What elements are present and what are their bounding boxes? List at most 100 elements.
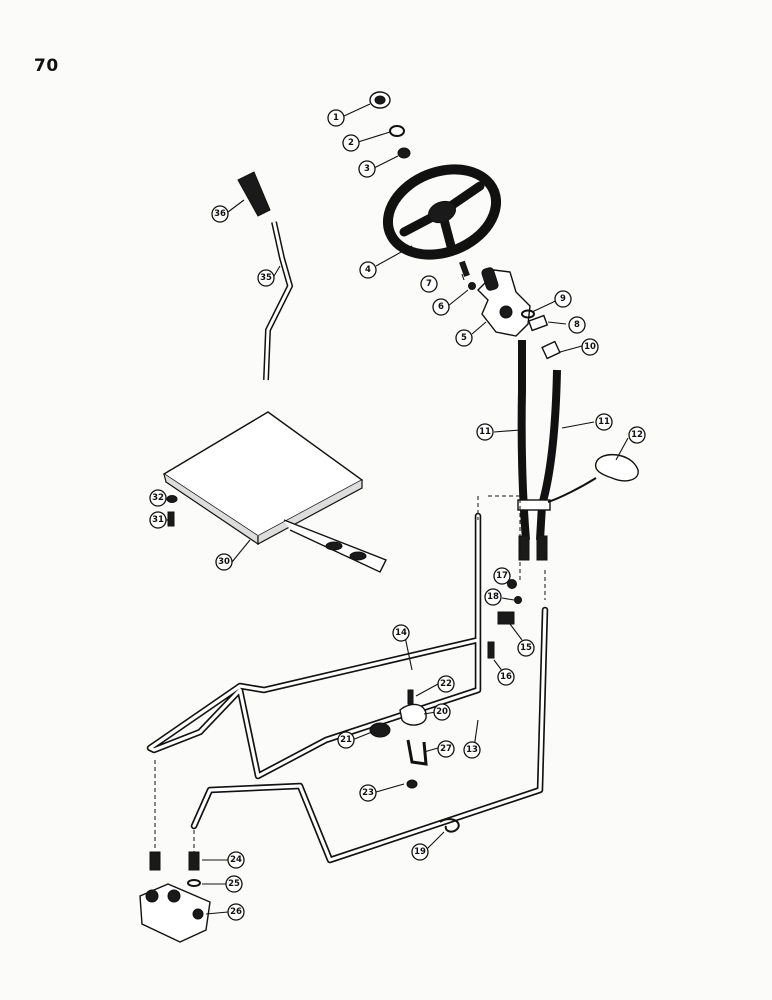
callout-1: 1: [327, 109, 345, 127]
svg-text:30: 30: [218, 557, 230, 567]
svg-text:5: 5: [461, 333, 467, 343]
svg-text:19: 19: [414, 847, 426, 857]
callout-25: 25: [225, 875, 243, 893]
svg-text:23: 23: [362, 788, 374, 798]
svg-text:2: 2: [348, 138, 354, 148]
connector-o-ring: [187, 879, 201, 887]
svg-text:11: 11: [598, 417, 610, 427]
svg-text:15: 15: [520, 643, 532, 653]
horn-button-cap: [369, 91, 391, 109]
clip-bolt: [487, 641, 495, 659]
svg-text:32: 32: [152, 493, 164, 503]
o-ring: [521, 309, 535, 319]
clamp-nut: [406, 779, 418, 789]
callout-5: 5: [455, 329, 473, 347]
svg-text:21: 21: [340, 735, 352, 745]
lock-washer: [468, 282, 476, 290]
callout-35: 35: [257, 269, 275, 287]
svg-text:4: 4: [365, 265, 371, 275]
callout-4: 4: [359, 261, 377, 279]
svg-text:22: 22: [440, 679, 452, 689]
svg-text:24: 24: [230, 855, 242, 865]
svg-text:16: 16: [500, 672, 512, 682]
steering-control-valve: [139, 883, 211, 943]
platform-bolt: [167, 511, 175, 527]
svg-text:13: 13: [466, 745, 478, 755]
svg-text:3: 3: [364, 164, 370, 174]
callout-11-right: 11: [595, 413, 613, 431]
callout-8: 8: [568, 316, 586, 334]
callout-36: 36: [211, 205, 229, 223]
hydraulic-hoses: [517, 340, 561, 561]
callout-19: 19: [411, 843, 429, 861]
svg-text:7: 7: [426, 279, 432, 289]
svg-text:8: 8: [574, 320, 580, 330]
platform-washer: [166, 495, 178, 503]
shift-lever: [263, 221, 294, 381]
steering-wheel: [382, 164, 502, 260]
tube-clip: [497, 611, 515, 625]
svg-text:12: 12: [631, 430, 643, 440]
svg-text:27: 27: [440, 744, 452, 754]
callout-18: 18: [484, 588, 502, 606]
callout-13: 13: [463, 741, 481, 759]
connector-fitting-left: [149, 851, 161, 871]
svg-text:9: 9: [560, 294, 566, 304]
callout-32: 32: [149, 489, 167, 507]
steering-tube-13: [190, 606, 549, 864]
callout-2: 2: [342, 134, 360, 152]
svg-text:20: 20: [436, 707, 448, 717]
svg-text:1: 1: [333, 113, 339, 123]
svg-text:36: 36: [214, 209, 226, 219]
callout-9: 9: [554, 290, 572, 308]
callout-20: 20: [433, 703, 451, 721]
tube-clamp: [399, 703, 427, 726]
callout-15: 15: [517, 639, 535, 657]
callout-22: 22: [437, 675, 455, 693]
callout-24: 24: [227, 851, 245, 869]
callout-11-left: 11: [476, 423, 494, 441]
callout-7: 7: [420, 275, 438, 293]
callout-23: 23: [359, 784, 377, 802]
elbow-fitting: [527, 314, 549, 332]
callout-3: 3: [358, 160, 376, 178]
callout-10: 10: [581, 338, 599, 356]
retaining-ring: [389, 125, 405, 137]
clamp-screw: [407, 689, 414, 705]
callout-30: 30: [215, 553, 233, 571]
callout-16: 16: [497, 668, 515, 686]
svg-text:10: 10: [584, 342, 596, 352]
wheel-nut: [397, 147, 411, 159]
steering-hand-pump: [477, 267, 531, 337]
callout-21: 21: [337, 731, 355, 749]
svg-text:35: 35: [260, 273, 272, 283]
svg-text:6: 6: [438, 302, 444, 312]
callout-6: 6: [432, 298, 450, 316]
spring-clip: [439, 818, 460, 833]
svg-text:17: 17: [496, 571, 508, 581]
hose-clamp: [547, 453, 639, 503]
connector-fitting-right: [188, 851, 200, 871]
shift-knob: [237, 171, 271, 217]
clip-washer: [514, 596, 522, 604]
clamp-bracket: [406, 739, 428, 766]
elbow-fitting-2: [541, 340, 561, 360]
svg-text:26: 26: [230, 907, 242, 917]
steering-tube-14: [146, 512, 482, 780]
svg-text:18: 18: [487, 592, 499, 602]
callout-31: 31: [149, 511, 167, 529]
svg-text:25: 25: [228, 879, 240, 889]
callout-12: 12: [628, 426, 646, 444]
callout-26: 26: [227, 903, 245, 921]
page-number: 70: [34, 56, 59, 76]
operator-platform: [162, 411, 387, 573]
callout-14: 14: [392, 624, 410, 642]
bolt: [459, 260, 470, 277]
svg-text:31: 31: [152, 515, 164, 525]
callout-27: 27: [437, 740, 455, 758]
clamp-insert: [369, 722, 391, 738]
svg-text:11: 11: [479, 427, 491, 437]
svg-text:14: 14: [395, 628, 407, 638]
